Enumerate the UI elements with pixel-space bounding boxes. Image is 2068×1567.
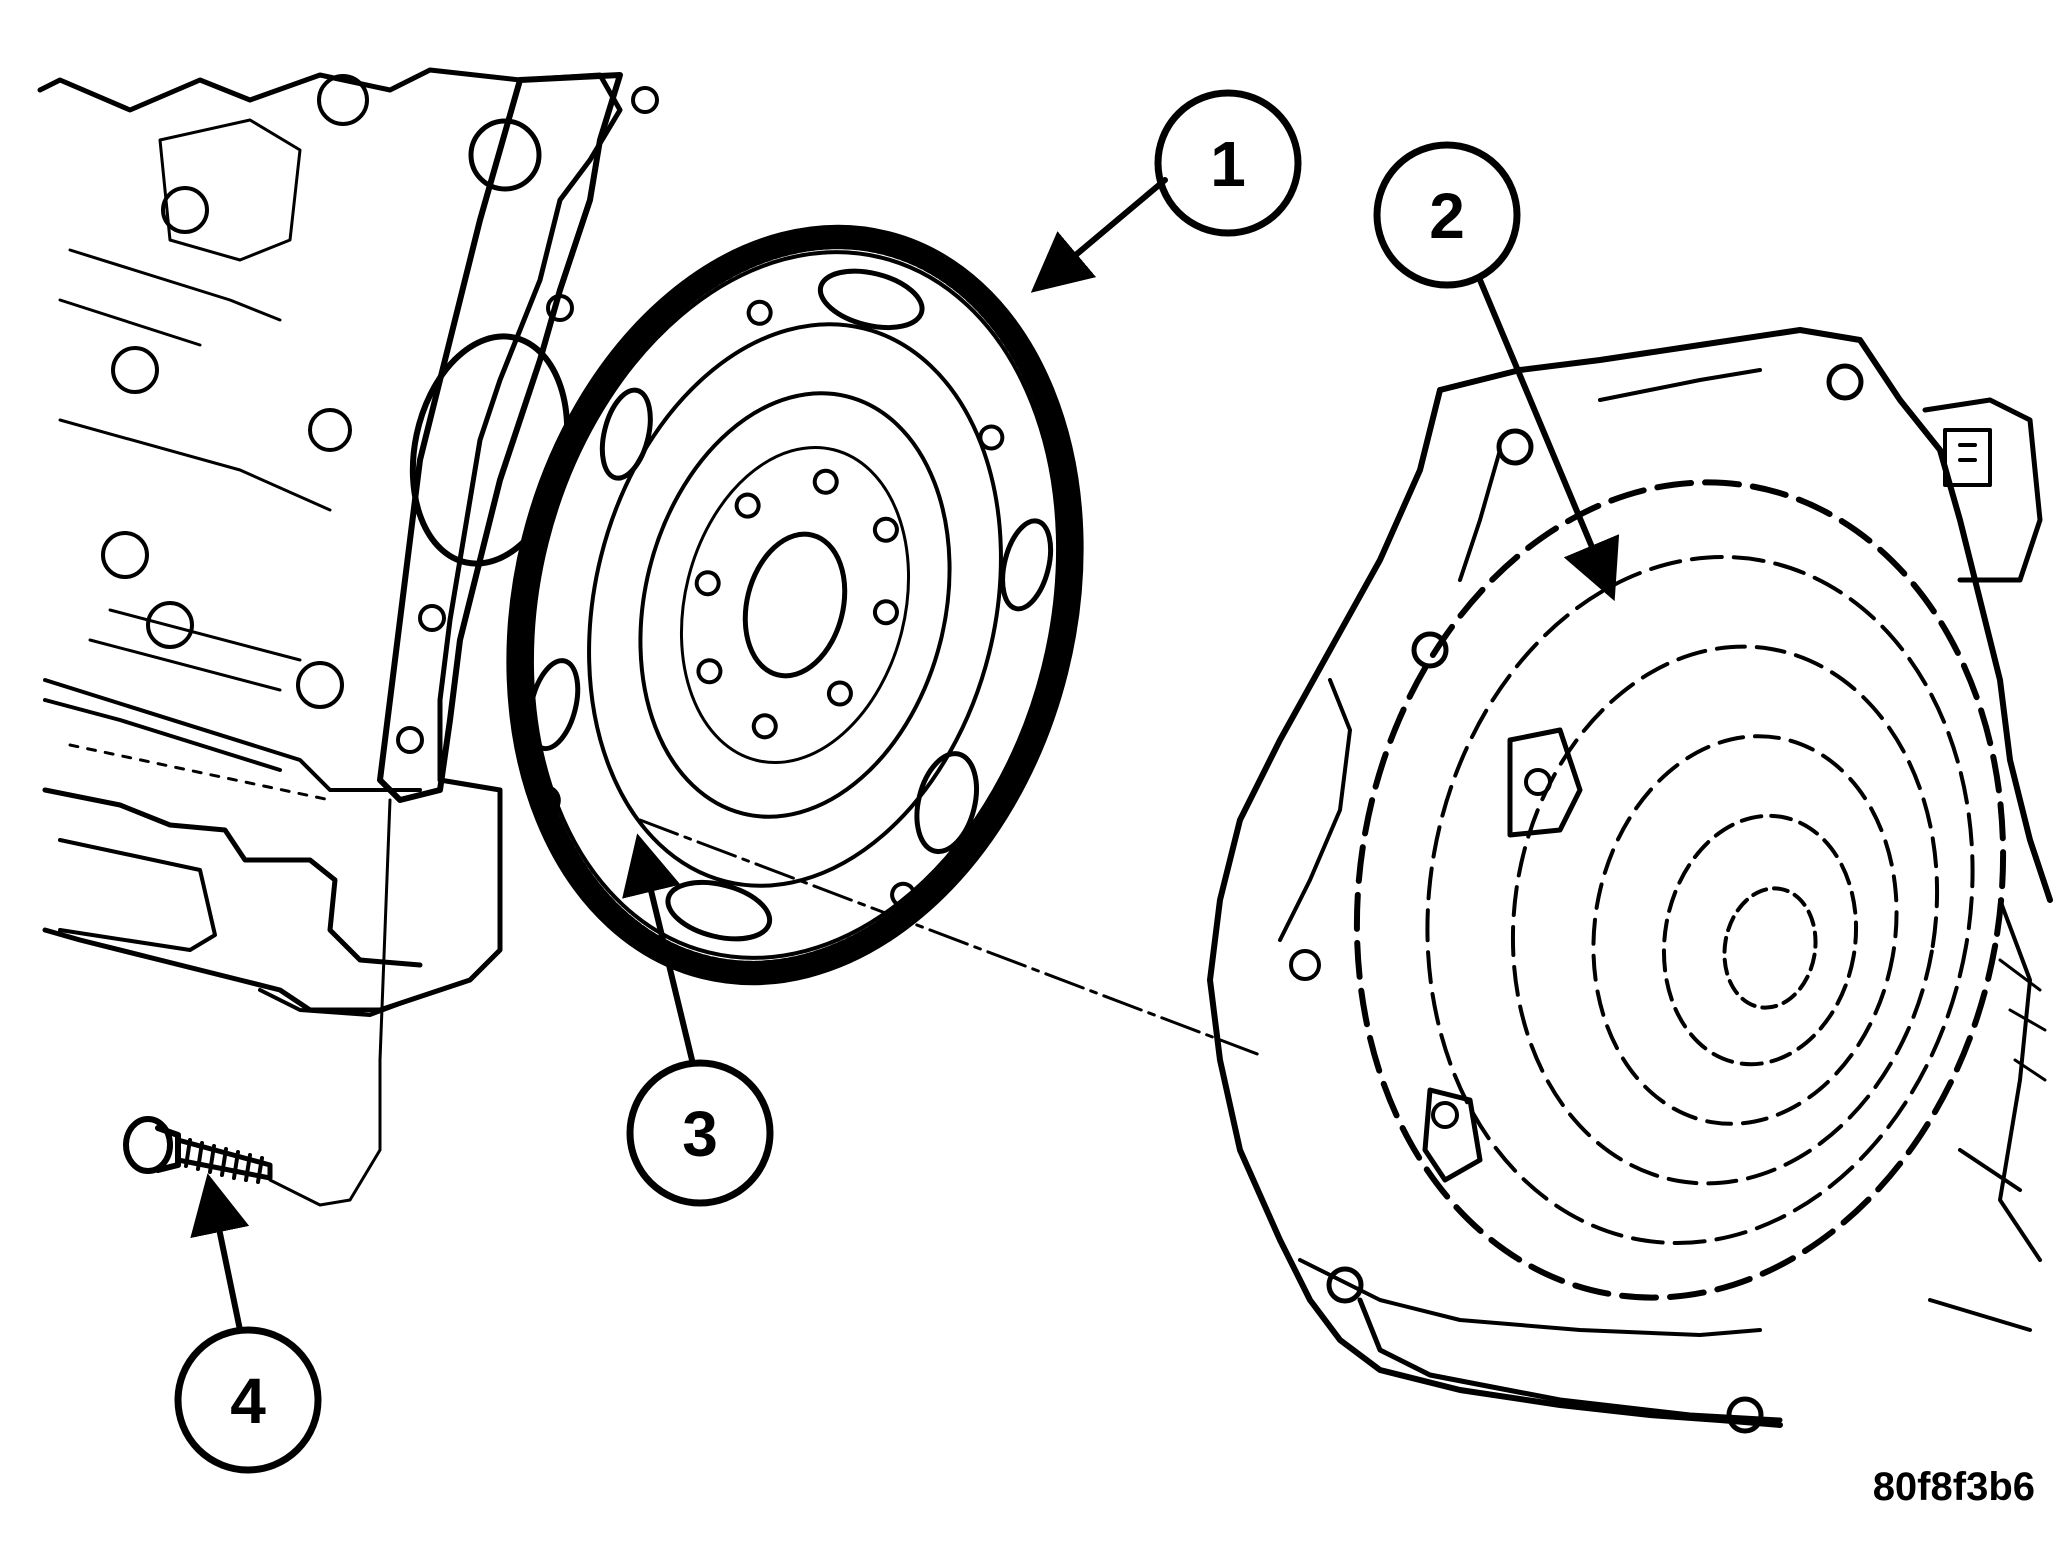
callout-3-circle: [626, 1059, 774, 1207]
callout-3-label: 3: [682, 1098, 718, 1170]
callout-4-arrow: [190, 1173, 250, 1333]
callout-4: 4: [174, 1173, 322, 1474]
callout-1: 1: [1030, 89, 1302, 293]
callout-2: 2: [1373, 141, 1620, 602]
callout-4-circle: [174, 1326, 322, 1474]
callout-2-circle: [1373, 141, 1521, 289]
callout-3-arrow: [622, 833, 695, 1063]
bolt-icon: [123, 798, 392, 1207]
callout-1-label: 1: [1210, 128, 1246, 200]
figure-code: 80f8f3b6: [1873, 1465, 2035, 1509]
callout-1-circle: [1154, 89, 1302, 237]
callout-2-label: 2: [1429, 180, 1465, 252]
flexplate-icon: [506, 224, 1084, 986]
callout-3: 3: [622, 833, 774, 1207]
alignment-centerline: [638, 818, 1262, 1057]
callout-1-arrow: [1030, 177, 1168, 293]
callout-2-arrow: [1477, 277, 1620, 602]
engine-block-icon: [37, 67, 659, 1017]
callout-4-label: 4: [230, 1365, 266, 1437]
transmission-housing-icon: [1207, 327, 2053, 1434]
